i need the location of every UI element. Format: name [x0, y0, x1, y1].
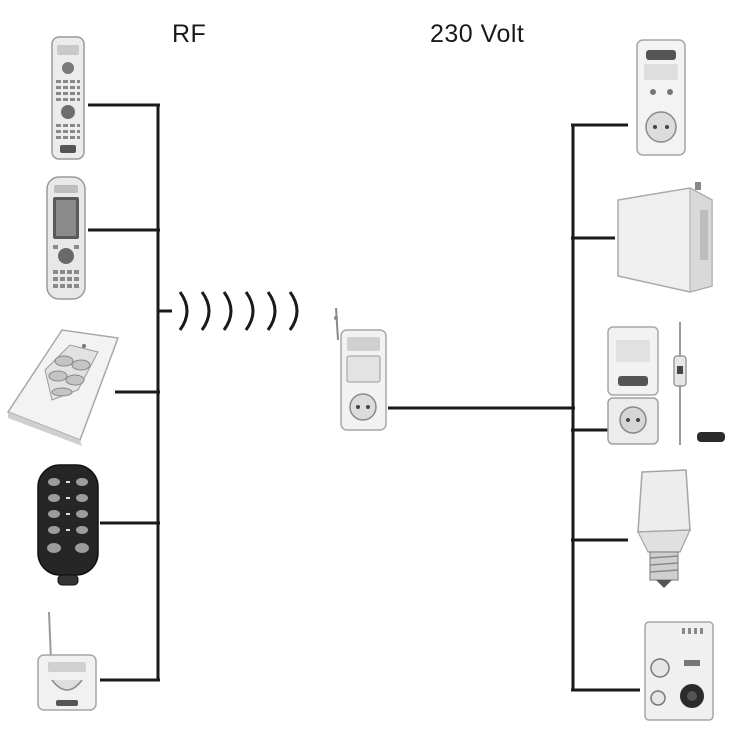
mains-bus: [388, 123, 640, 692]
din-rail-module-icon: [644, 621, 714, 721]
key-fob-remote-icon: [37, 464, 99, 586]
plug-in-dimmer-socket-icon: [636, 39, 686, 156]
wall-switch-transmitter-icon: [6, 329, 120, 446]
rf-bus: [88, 103, 172, 682]
rf-label: RF: [172, 20, 207, 48]
motion-sensor-transmitter-icon: [37, 611, 97, 711]
flush-mount-receiver-icon: [617, 182, 713, 293]
lamp-holder-receiver-icon: [637, 469, 691, 588]
remote-control-universal-icon: [51, 36, 85, 160]
rf-wave-arc: [266, 291, 277, 331]
remote-control-lcd-icon: [46, 176, 86, 300]
rf-waves: [178, 291, 299, 331]
rf-wave-arc: [222, 291, 233, 331]
rf-wave-arc: [178, 291, 189, 331]
plug-in-receiver-icon: [334, 307, 387, 431]
socket-with-cable-receiver-icon: [607, 322, 725, 445]
rf-wave-arc: [200, 291, 211, 331]
rf-wave-arc: [288, 291, 299, 331]
mains-voltage-label: 230 Volt: [430, 20, 525, 48]
rf-wave-arc: [244, 291, 255, 331]
